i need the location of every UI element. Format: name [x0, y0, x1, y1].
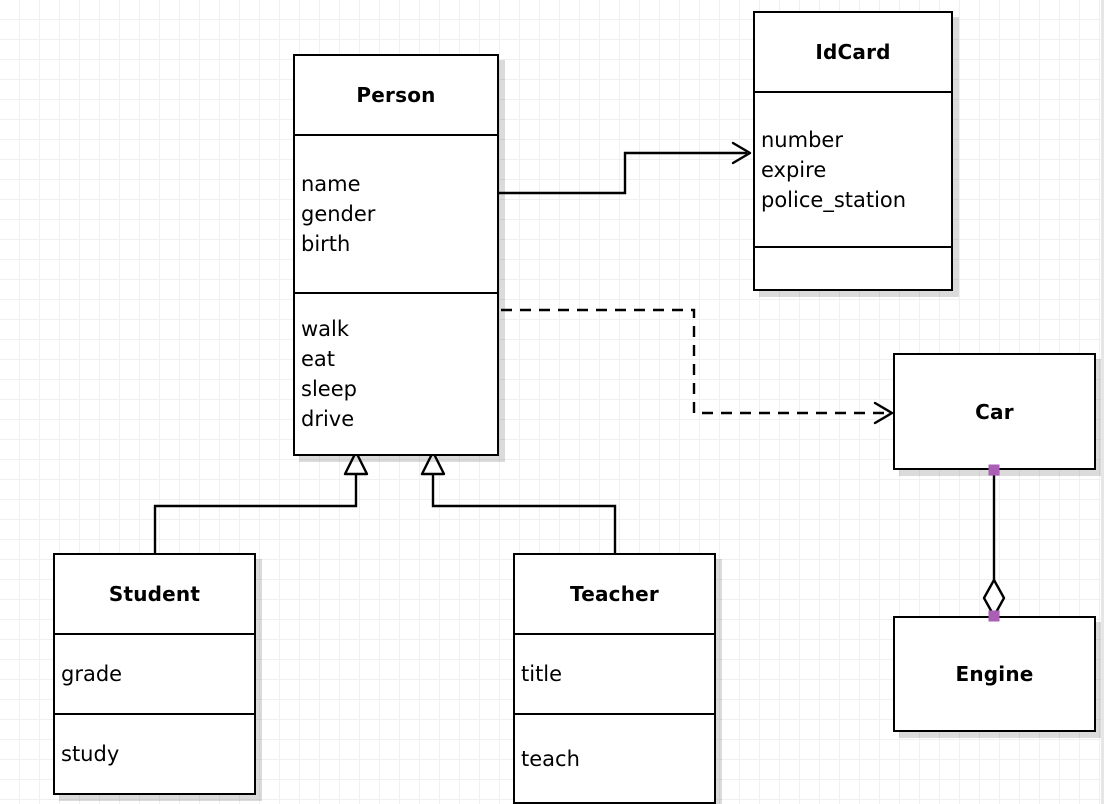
edge-person-car[interactable] — [501, 308, 894, 425]
connector-handle-car-end[interactable] — [988, 464, 1000, 476]
class-student-methods: study — [55, 713, 254, 793]
class-person[interactable]: Person name gender birth walk eat sleep … — [293, 54, 499, 456]
method: eat — [301, 347, 336, 371]
class-teacher-title: Teacher — [570, 582, 659, 606]
connector-handle-engine-end[interactable] — [988, 610, 1000, 622]
attribute: grade — [61, 662, 123, 686]
edge-teacher-person[interactable] — [420, 450, 617, 553]
attribute: birth — [301, 232, 351, 256]
attribute: name — [301, 172, 361, 196]
attribute: police_station — [761, 187, 907, 212]
edge-student-person[interactable] — [153, 450, 369, 553]
class-car[interactable]: Car — [893, 353, 1096, 470]
class-engine-title: Engine — [955, 662, 1034, 686]
attribute: number — [761, 127, 843, 152]
class-car-title: Car — [975, 399, 1014, 424]
class-person-methods: walk eat sleep drive — [295, 292, 497, 454]
class-person-title: Person — [356, 83, 436, 107]
class-teacher-methods: teach — [515, 713, 714, 802]
method: teach — [521, 746, 580, 771]
class-student[interactable]: Student grade study — [53, 553, 256, 795]
class-idcard-title: IdCard — [815, 40, 891, 64]
class-idcard-attributes: number expire police_station — [755, 91, 951, 246]
edge-car-engine[interactable] — [982, 470, 1006, 618]
attribute: gender — [301, 202, 376, 226]
edge-person-idcard[interactable] — [499, 141, 752, 195]
class-student-title: Student — [108, 582, 201, 606]
class-student-attributes: grade — [55, 633, 254, 713]
attribute: expire — [761, 157, 827, 182]
class-idcard[interactable]: IdCard number expire police_station — [753, 11, 953, 291]
class-idcard-methods — [755, 246, 951, 289]
class-person-attributes: name gender birth — [295, 134, 497, 292]
method: drive — [301, 407, 355, 431]
method: sleep — [301, 377, 357, 401]
attribute: title — [521, 662, 563, 686]
class-engine[interactable]: Engine — [893, 616, 1096, 732]
method: walk — [301, 317, 350, 341]
class-teacher[interactable]: Teacher title teach — [513, 553, 716, 804]
class-teacher-attributes: title — [515, 633, 714, 713]
method: study — [61, 742, 120, 766]
